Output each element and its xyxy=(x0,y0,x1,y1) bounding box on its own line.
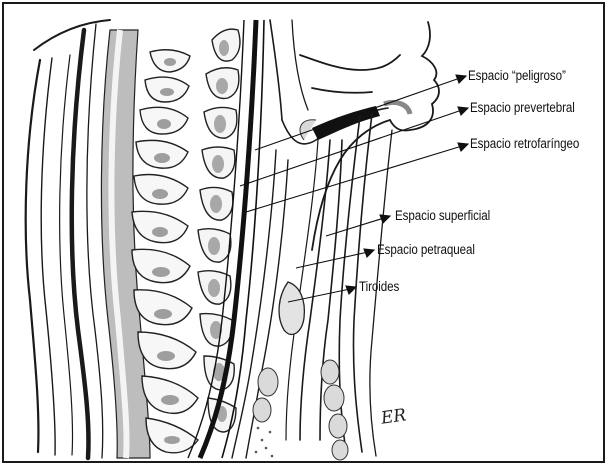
label-espacio-prevertebral: Espacio prevertebral xyxy=(470,100,575,115)
label-espacio-petraqueal: Espacio petraqueal xyxy=(377,242,475,257)
label-espacio-retrofaringeo: Espacio retrofaríngeo xyxy=(470,136,579,151)
label-espacio-superficial: Espacio superficial xyxy=(395,208,490,223)
posterior-neck-contour xyxy=(26,20,110,458)
artist-signature: ER xyxy=(380,405,408,428)
leader-superficial xyxy=(326,218,384,236)
label-tiroides: Tiroides xyxy=(359,279,399,294)
leader-retrofaringeo xyxy=(246,146,462,212)
esophagus-texture xyxy=(255,427,274,458)
label-espacio-peligroso: Espacio “peligroso” xyxy=(468,68,566,83)
